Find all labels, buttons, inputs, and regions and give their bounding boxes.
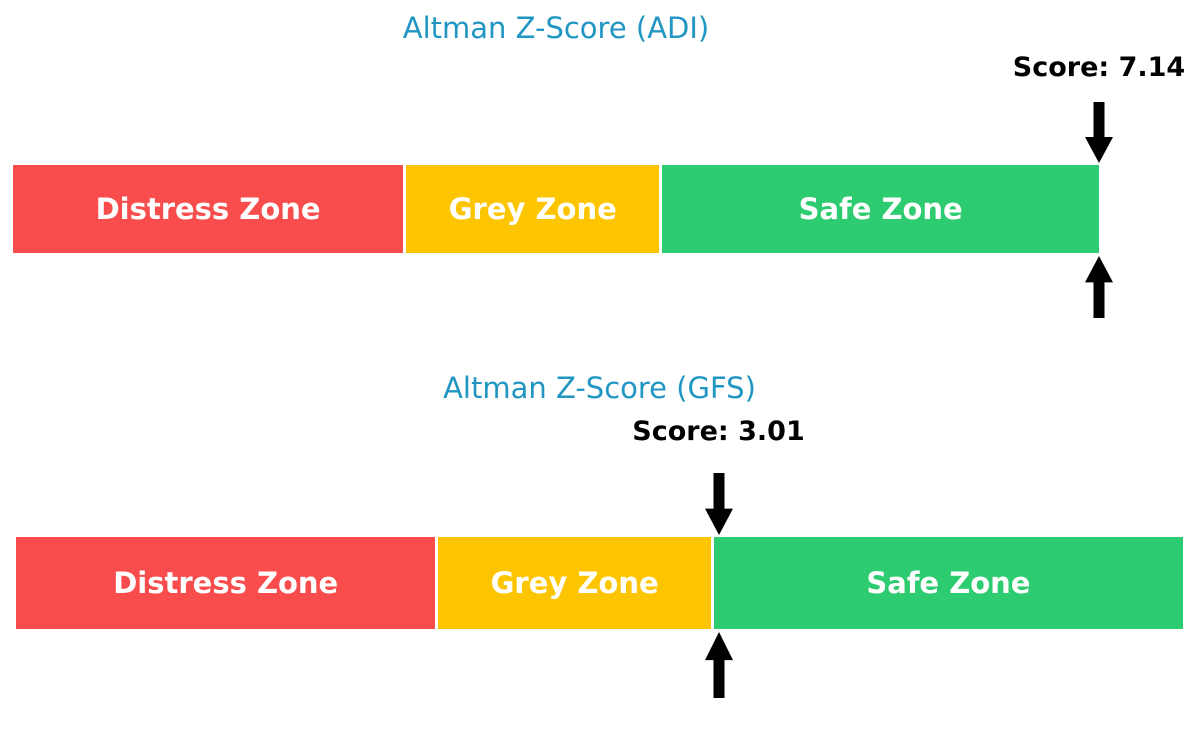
safe-zone-label: Safe Zone [866,566,1031,600]
chart-title-gfs: Altman Z-Score (GFS) [443,371,756,405]
distress-zone-label: Distress Zone [95,192,321,226]
up-arrow-icon [702,632,736,698]
safe-zone-segment: Safe Zone [662,165,1099,253]
zone-bar-gfs: Distress Zone Grey Zone Safe Zone [16,537,1183,629]
safe-zone-label: Safe Zone [798,192,963,226]
grey-zone-label: Grey Zone [448,192,617,226]
score-annotation-gfs: Score: 3.01 [632,416,805,447]
distress-zone-segment: Distress Zone [13,165,407,253]
down-arrow-icon [702,473,736,535]
grey-zone-label: Grey Zone [490,566,659,600]
distress-zone-segment: Distress Zone [16,537,439,629]
safe-zone-segment: Safe Zone [713,537,1183,629]
score-annotation-adi: Score: 7.14 [1012,52,1186,83]
grey-zone-segment: Grey Zone [406,165,663,253]
up-arrow-icon [1082,256,1116,318]
distress-zone-label: Distress Zone [113,566,339,600]
grey-zone-segment: Grey Zone [438,537,714,629]
chart-title-adi: Altman Z-Score (ADI) [402,11,710,45]
zone-bar-adi: Distress Zone Grey Zone Safe Zone [13,165,1099,253]
down-arrow-icon [1082,102,1116,163]
